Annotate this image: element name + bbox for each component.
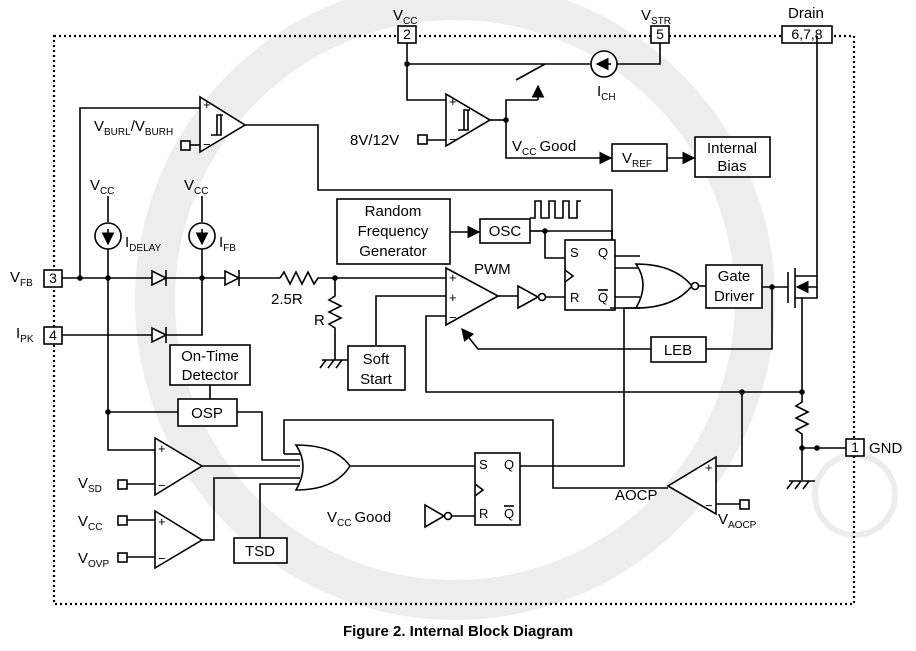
svg-text:Detector: Detector [182,367,239,384]
pin-vstr-label: VSTR [641,7,671,27]
svg-text:−: − [158,551,166,566]
figure-caption: Figure 2. Internal Block Diagram [343,623,573,640]
svg-text:OSC: OSC [489,223,522,240]
svg-text:S: S [479,457,488,472]
svg-text:LEB: LEB [664,342,692,359]
pwm-section: S R Q Q + + − PWM Soft Start [347,239,802,393]
svg-text:+: + [449,290,457,305]
ifb-label: IFB [219,234,236,254]
svg-text:VREF: VREF [622,150,652,170]
svg-text:OSP: OSP [191,405,223,422]
pin-ipk-num: 4 [49,327,57,343]
svg-text:Q: Q [504,457,514,472]
svg-text:+: + [449,270,457,285]
svg-text:−: − [203,137,211,152]
vovp-label: VOVP [78,550,109,570]
pin-vfb-label: VFB [10,269,33,289]
svg-text:R: R [570,290,579,305]
svg-text:Q: Q [504,506,514,521]
oscillator-section: Random Frequency Generator OSC [336,198,640,269]
burst-comparator: + − VBURL/VBURH [79,95,640,278]
svg-text:S: S [570,245,579,260]
pin-vstr-num: 5 [656,26,664,42]
pwm-flipflop [564,239,616,311]
pwm-label: PWM [474,261,511,278]
resistor-2-5r-label: 2.5R [271,291,303,308]
svg-text:+: + [203,97,211,112]
pin-ipk: 4 IPK [16,325,63,345]
ich-label: ICH [597,83,616,103]
pin-vfb-num: 3 [49,270,57,286]
chip-boundary [52,34,856,606]
svg-text:Driver: Driver [714,288,754,305]
aocp-label: AOCP [615,487,658,504]
svg-text:Bias: Bias [717,158,746,175]
uvlo-threshold-label: 8V/12V [350,132,399,149]
feedback-section: 2.5R R VCC IDELAY VCC IFB [62,177,446,451]
svg-text:Start: Start [360,371,393,388]
pin-drain-label: Drain [788,5,824,22]
on-time-detector-block [169,344,251,386]
vref-block [611,143,668,172]
vsd-label: VSD [78,475,102,495]
svg-text:Gate: Gate [718,268,751,285]
svg-text:+: + [158,441,166,456]
svg-text:+: + [449,94,457,109]
idelay-label: IDELAY [125,234,162,254]
svg-text:Q: Q [598,290,608,305]
vcc-ovp-label: VCC [78,513,102,533]
svg-text:Soft: Soft [363,351,391,368]
svg-text:Q: Q [598,245,608,260]
pin-ipk-label: IPK [16,325,34,345]
svg-text:−: − [449,132,457,147]
svg-text:Random: Random [365,203,422,220]
vcc-label-idelay: VCC [90,177,114,197]
svg-text:−: − [158,478,166,493]
pin-drain: 6,7,8 Drain [781,5,833,44]
svg-text:On-Time: On-Time [181,348,239,365]
pin-gnd: 1 GND [845,438,903,457]
resistor-r-label: R [314,312,325,329]
svg-text:Frequency: Frequency [358,223,429,240]
vburl-vburh-label: VBURL/VBURH [94,118,173,138]
osp-block [177,398,238,427]
svg-text:Internal: Internal [707,140,757,157]
internal-bias-block [694,136,771,178]
svg-text:+: + [705,460,713,475]
vcc-label-ifb: VCC [184,177,208,197]
vaocp-label: VAOCP [718,511,757,531]
svg-text:−: − [705,498,713,513]
pin-vcc-label: VCC [393,7,417,27]
pin-gnd-num: 1 [851,439,859,455]
pin-vcc-num: 2 [403,26,411,42]
svg-text:R: R [479,506,488,521]
output-stage: Gate Driver LEB [461,36,846,490]
tsd-block [233,537,288,564]
svg-text:TSD: TSD [245,543,275,560]
pin-vcc: 2 VCC [393,7,417,44]
protection-section: On-Time Detector OSP + − VSD + − VCC VOV… [78,307,757,570]
svg-text:−: − [449,310,457,325]
pin-vfb: 3 VFB [10,269,63,289]
pin-gnd-label: GND [869,440,903,457]
pin-vstr: 5 VSTR [641,7,671,44]
svg-text:Generator: Generator [359,243,427,260]
soft-start-block [347,345,406,391]
pin-drain-num: 6,7,8 [791,26,822,42]
svg-text:+: + [158,514,166,529]
